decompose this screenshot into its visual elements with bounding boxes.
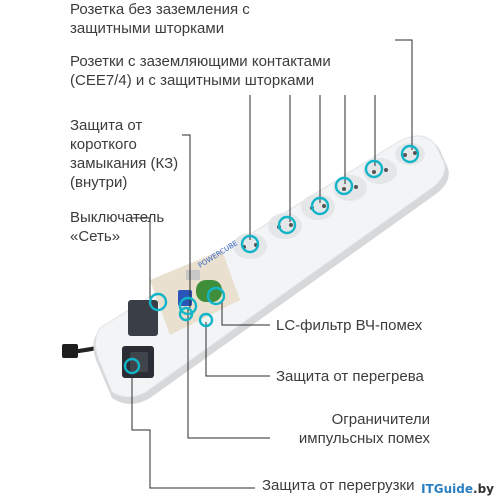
marker-overload [123, 357, 141, 375]
label-surge-limiters: Ограничители импульсных помех [298, 411, 430, 447]
marker-rings [123, 144, 420, 375]
marker-socket-1 [240, 234, 260, 254]
socket [333, 175, 367, 201]
callout-line-overload [131, 372, 255, 489]
label-unearthed-socket: Розетка без заземления с защитными шторк… [70, 1, 250, 37]
label-lc-filter: LC-фильтр ВЧ-помех [276, 317, 423, 334]
watermark-brand: ITGuide [421, 482, 474, 496]
callout-line-overheat [205, 322, 270, 377]
marker-surge-limiter [178, 306, 194, 322]
socket [363, 158, 397, 184]
marker-overheat [198, 312, 214, 328]
marker-socket-2 [277, 215, 297, 235]
marker-lc-filter [206, 286, 226, 306]
site-watermark: ITGuide.by [421, 482, 494, 496]
label-earthed-sockets: Розетки с заземляющими контактами (CEE7/… [70, 53, 331, 89]
marker-short-circuit [178, 296, 198, 316]
callout-line-unearthed [395, 39, 413, 150]
cord-plug [62, 344, 78, 358]
label-overload: Защита от перегрузки [262, 477, 415, 494]
lc-filter-capacitor [186, 270, 200, 280]
marker-unearthed-socket [400, 144, 420, 164]
callout-line-surge [187, 308, 270, 439]
callout-line-short-circuit [182, 134, 191, 308]
marker-switch [148, 292, 168, 312]
label-short-circuit: Защита от короткого замыкания (КЗ) (внут… [70, 117, 179, 191]
socket [395, 143, 425, 165]
label-power-switch: Выключатель «Сеть» [70, 209, 165, 245]
callout-line-lc [221, 300, 270, 326]
marker-socket-5 [364, 159, 384, 179]
power-strip-body [93, 135, 449, 404]
marker-socket-3 [310, 196, 330, 216]
label-overheat: Защита от перегрева [276, 368, 424, 385]
watermark-tld: .by [473, 482, 494, 496]
callout-line-switch [130, 217, 151, 300]
breaker-block [128, 300, 158, 336]
marker-socket-4 [334, 176, 354, 196]
internal-board [122, 250, 240, 378]
callout-lines [130, 39, 413, 489]
